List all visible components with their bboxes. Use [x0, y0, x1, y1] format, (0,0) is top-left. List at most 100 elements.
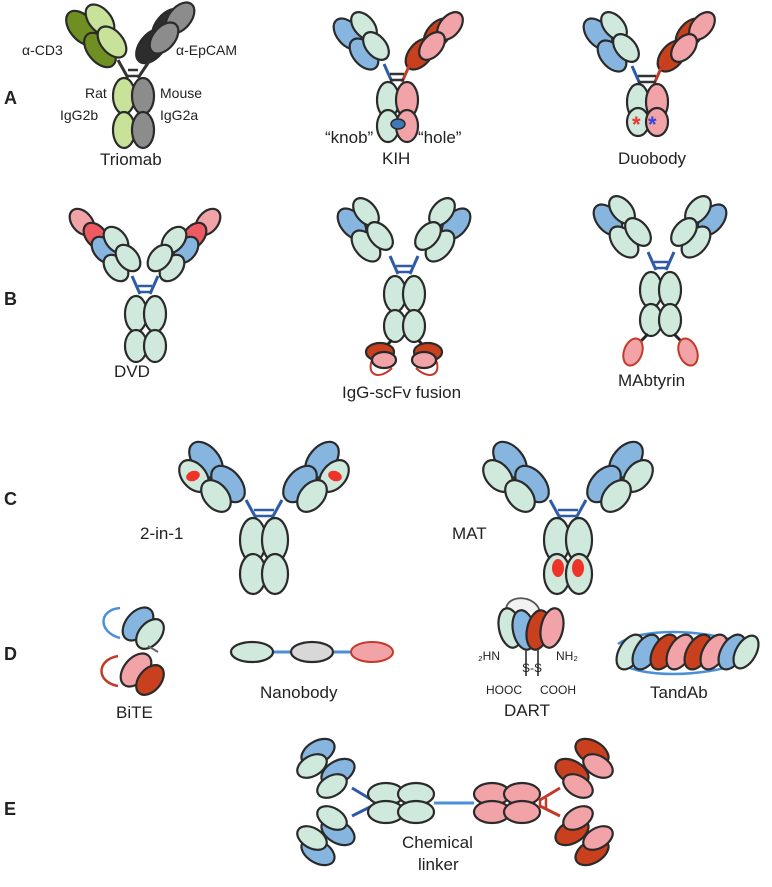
nanobody-right-vhh [350, 641, 394, 663]
two-in-one-diagram: 2-in-1 [140, 440, 350, 596]
duobody-fc-ch3-right [644, 106, 670, 138]
label-dart-amine-left: ₂HN [478, 649, 500, 663]
row-label-d: D [4, 644, 17, 664]
mat-left-cl [504, 479, 536, 513]
kih-diagram: “knob” “hole” KIH [325, 11, 464, 168]
igg-scfv-fusion-diagram: IgG-scFv fusion [336, 197, 472, 402]
tandab-vl4 [732, 634, 760, 670]
tandab-diagram: TandAb [615, 630, 760, 702]
bite-diagram: BiTE [100, 606, 165, 722]
chem-right-top-cl [562, 773, 594, 799]
label-mouse-igg: IgG2a [160, 107, 198, 123]
caption-igg-scfv-fusion: IgG-scFv fusion [342, 383, 461, 402]
nanobody-left-vhh [229, 640, 275, 664]
duobody-left-cl [612, 33, 640, 63]
mabtyrin-right-fn3 [677, 337, 699, 367]
caption-mabtyrin: MAbtyrin [618, 371, 685, 390]
chem-left-bot-vl [296, 825, 328, 851]
caption-dart: DART [504, 701, 550, 720]
caption-dvd: DVD [114, 362, 150, 381]
caption-nanobody: Nanobody [260, 683, 338, 702]
igg-scfv-left-scfv-vl [370, 350, 398, 370]
two-in-one-left-cl [200, 479, 232, 513]
mabtyrin-right-cl [670, 217, 698, 247]
mabtyrin-diagram: MAbtyrin [592, 195, 728, 390]
duobody-blue-star: * [648, 112, 657, 137]
dvd-fc-ch3-right [142, 328, 168, 364]
caption-linker: linker [418, 855, 459, 874]
label-hole: “hole” [418, 128, 462, 147]
igg-scfv-fc-ch2-right [401, 274, 427, 314]
chem-left-bot-cl [316, 805, 348, 831]
mat-left-fc-spot [552, 559, 564, 577]
duobody-right-cl [670, 33, 698, 63]
bite-bottom-vh [135, 664, 165, 696]
label-dart-hooc: HOOC [486, 683, 522, 697]
chem-left-fc-ch3-bot [396, 799, 436, 825]
kih-right-cl [418, 31, 446, 61]
triomab-rat-cl [96, 25, 128, 59]
label-knob: “knob” [325, 128, 374, 147]
two-in-one-right-cl [296, 479, 328, 513]
label-alpha-cd3: α-CD3 [22, 42, 63, 58]
two-in-one-right-spot [328, 470, 342, 482]
triomab-fc-ch2-mouse [130, 76, 156, 116]
label-dart-disulfide: S-S [522, 661, 542, 675]
chem-left-top-vl [296, 753, 328, 779]
caption-chemical: Chemical [402, 833, 473, 852]
dvd-right-cl [146, 243, 174, 273]
triomab-hinge [116, 59, 152, 79]
label-alpha-epcam: α-EpCAM [176, 42, 237, 58]
chem-right-top-vl [582, 753, 614, 779]
caption-tandab: TandAb [650, 683, 708, 702]
dvd-left-cl [114, 243, 142, 273]
triomab-fc-ch3-mouse [130, 110, 156, 150]
igg-scfv-right-cl [414, 221, 442, 251]
kih-knob [390, 118, 406, 130]
mat-right-fc-spot [572, 559, 584, 577]
row-label-a: A [4, 88, 17, 108]
label-mouse: Mouse [160, 85, 202, 101]
caption-duobody: Duobody [618, 149, 687, 168]
two-in-one-fc-ch3-right [260, 552, 290, 596]
label-dart-cooh: COOH [540, 683, 576, 697]
triomab-diagram: α-CD3 α-EpCAM Rat IgG2b Mouse IgG2a Trio… [22, 1, 237, 169]
caption-triomab: Triomab [100, 150, 162, 169]
dvd-fc-ch2-right [142, 294, 168, 334]
duobody-diagram: * * Duobody [582, 11, 716, 168]
igg-scfv-left-cl [366, 221, 394, 251]
caption-mat: MAT [452, 524, 487, 543]
mabtyrin-left-cl [624, 217, 652, 247]
nanobody-middle-vhh [289, 640, 335, 664]
igg-scfv-right-scfv-vl [410, 350, 438, 370]
duobody-red-star: * [632, 112, 641, 137]
nanobody-diagram: Nanobody [229, 640, 394, 702]
label-rat-igg: IgG2b [60, 107, 98, 123]
mabtyrin-fc-ch3-right [657, 302, 683, 338]
label-rat: Rat [85, 85, 107, 101]
mabtyrin-left-fn3 [622, 337, 644, 367]
kih-left-cl [362, 31, 390, 61]
dart-diagram: ₂HN NH₂ S-S HOOC COOH DART [478, 597, 578, 720]
mat-right-cl [600, 479, 632, 513]
dvd-diagram: DVD [68, 207, 222, 381]
chem-right-bot-vl [582, 825, 614, 851]
chem-left-top-cl [316, 773, 348, 799]
chemical-linker-diagram: Chemical linker [296, 737, 614, 874]
chem-right-bot-cl [562, 805, 594, 831]
caption-two-in-one: 2-in-1 [140, 524, 183, 543]
label-dart-amine-right: NH₂ [556, 649, 578, 663]
caption-bite: BiTE [116, 703, 153, 722]
two-in-one-left-spot [186, 470, 200, 482]
row-label-b: B [4, 289, 17, 309]
dart-right-vl [539, 607, 565, 649]
row-label-e: E [4, 799, 16, 819]
igg-scfv-fc-ch3-right [401, 308, 427, 344]
triomab-mouse-cl [148, 21, 180, 55]
chem-right-fc-ch2-bot [502, 799, 542, 825]
row-label-c: C [4, 489, 17, 509]
caption-kih: KIH [382, 149, 410, 168]
mat-diagram: MAT [452, 440, 654, 596]
bite-top-vl [135, 618, 165, 650]
